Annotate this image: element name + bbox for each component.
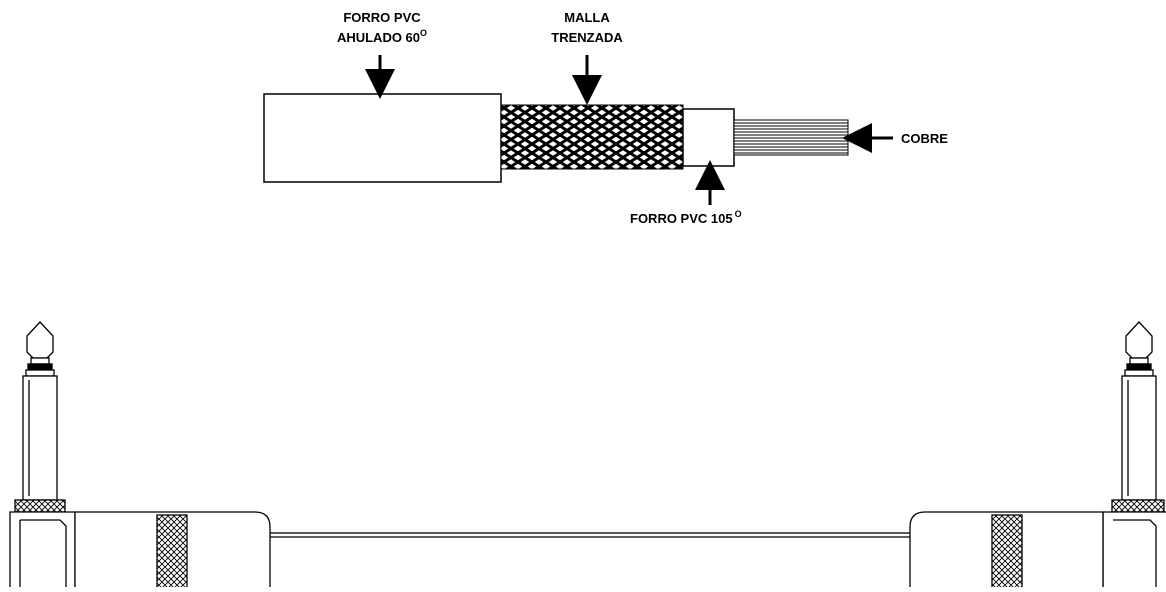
- right-plug-sleeve: [1121, 375, 1157, 501]
- jacket-label: FORRO PVC AHULADO 60O: [337, 10, 427, 99]
- cable-cutaway: [263, 93, 849, 183]
- braid-label: MALLA TRENZADA: [551, 10, 623, 105]
- left-plug-tip: [26, 321, 54, 359]
- copper-label-text: COBRE: [901, 131, 948, 146]
- inner-insulation: [682, 108, 735, 167]
- braided-shield: [500, 104, 684, 170]
- jacket-label-line2: AHULADO 60: [337, 30, 420, 45]
- patch-cable: [9, 321, 1166, 592]
- cable-body: [267, 532, 914, 592]
- copper-strands: [733, 119, 849, 156]
- right-plug-tip: [1125, 321, 1153, 359]
- right-grip: [991, 514, 1023, 592]
- left-grip: [156, 514, 188, 592]
- jacket-label-line1: FORRO PVC: [343, 10, 421, 25]
- left-plug: [9, 321, 271, 592]
- right-plug: [909, 321, 1166, 592]
- braid-label-line1: MALLA: [564, 10, 610, 25]
- left-plug-sleeve: [22, 375, 58, 501]
- jacket-degree: O: [420, 28, 427, 38]
- svg-text:AHULADO 60O: AHULADO 60O: [337, 28, 427, 45]
- braid-label-line2: TRENZADA: [551, 30, 623, 45]
- copper-label: COBRE: [842, 123, 948, 153]
- inner-insulation-degree: O: [735, 209, 742, 219]
- outer-jacket: [263, 93, 502, 183]
- inner-insulation-label-text: FORRO PVC 105: [630, 211, 733, 226]
